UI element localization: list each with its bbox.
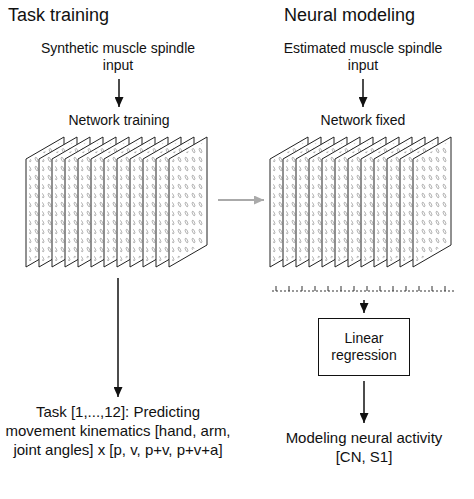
flow-arrow	[218, 199, 264, 201]
input-text: Synthetic muscle spindle input	[38, 40, 198, 74]
layer-stack	[266, 133, 460, 295]
flow-arrow	[118, 79, 120, 107]
node-text: Modeling neural activity [CN, S1]	[276, 428, 452, 466]
node-text: Network fixed	[266, 112, 460, 129]
node-text: Network training	[22, 112, 216, 129]
readout-ticks	[276, 286, 445, 291]
network-stack: Network fixed	[266, 112, 460, 295]
input-text: Estimated muscle spindle input	[283, 40, 443, 74]
node-text: Estimated muscle spindle input	[283, 40, 443, 74]
node-text: Task [1,...,12]: Predicting movement kin…	[3, 402, 233, 459]
flow-arrow	[363, 300, 365, 313]
output-text: Modeling neural activity [CN, S1]	[276, 428, 452, 466]
node-text: Synthetic muscle spindle input	[38, 40, 198, 74]
process-box: Linear regression	[318, 318, 410, 376]
readout-ruler	[272, 291, 456, 292]
flow-arrow	[362, 79, 364, 107]
node-text: Linear regression	[323, 330, 405, 364]
flow-arrow	[117, 278, 119, 397]
flow-arrow	[363, 381, 365, 423]
layer-stack	[22, 133, 216, 273]
column-heading: Neural modeling	[284, 4, 415, 26]
network-stack: Network training	[22, 112, 216, 273]
column-heading: Task training	[8, 4, 109, 26]
task-text: Task [1,...,12]: Predicting movement kin…	[3, 402, 233, 459]
